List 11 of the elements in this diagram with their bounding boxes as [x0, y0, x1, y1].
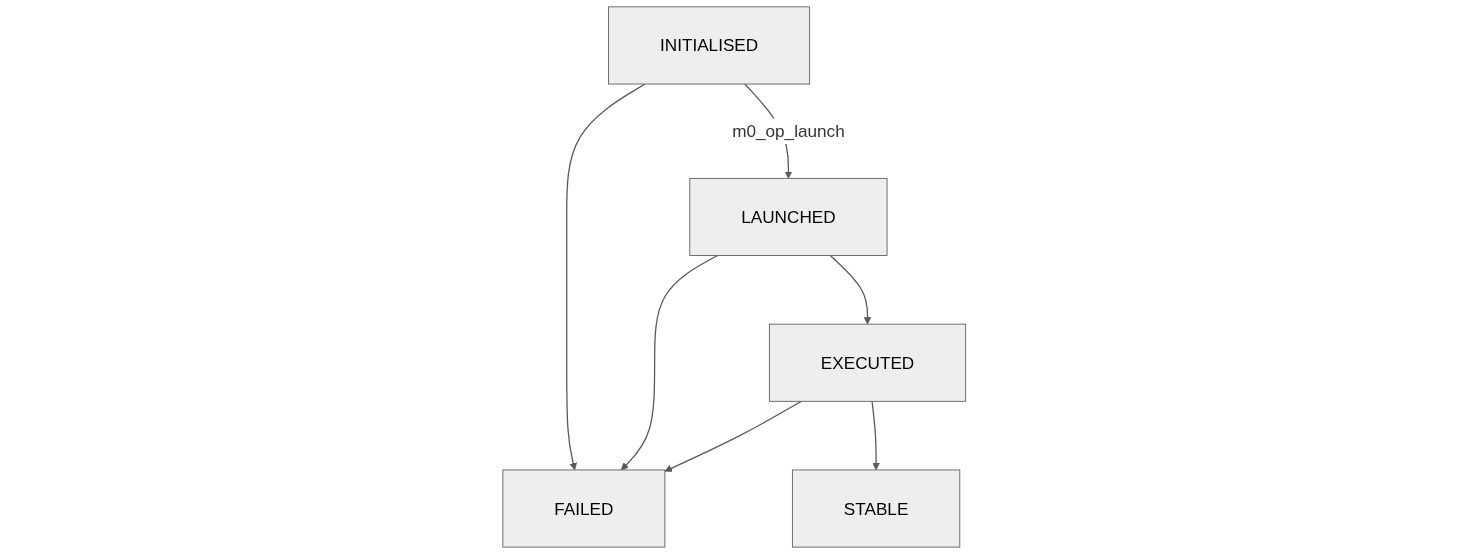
arrow	[829, 254, 871, 325]
node-box: LAUNCHED	[689, 177, 888, 256]
arrow	[620, 254, 718, 471]
arrow	[565, 83, 646, 471]
edge-label: m0_op_launch	[731, 121, 845, 141]
node-box: STABLE	[791, 469, 960, 548]
node-box: EXECUTED	[768, 323, 966, 402]
arrow	[871, 400, 880, 471]
node-box: FAILED	[502, 469, 666, 548]
node-box: INITIALISED	[607, 6, 810, 85]
arrow	[664, 400, 802, 472]
